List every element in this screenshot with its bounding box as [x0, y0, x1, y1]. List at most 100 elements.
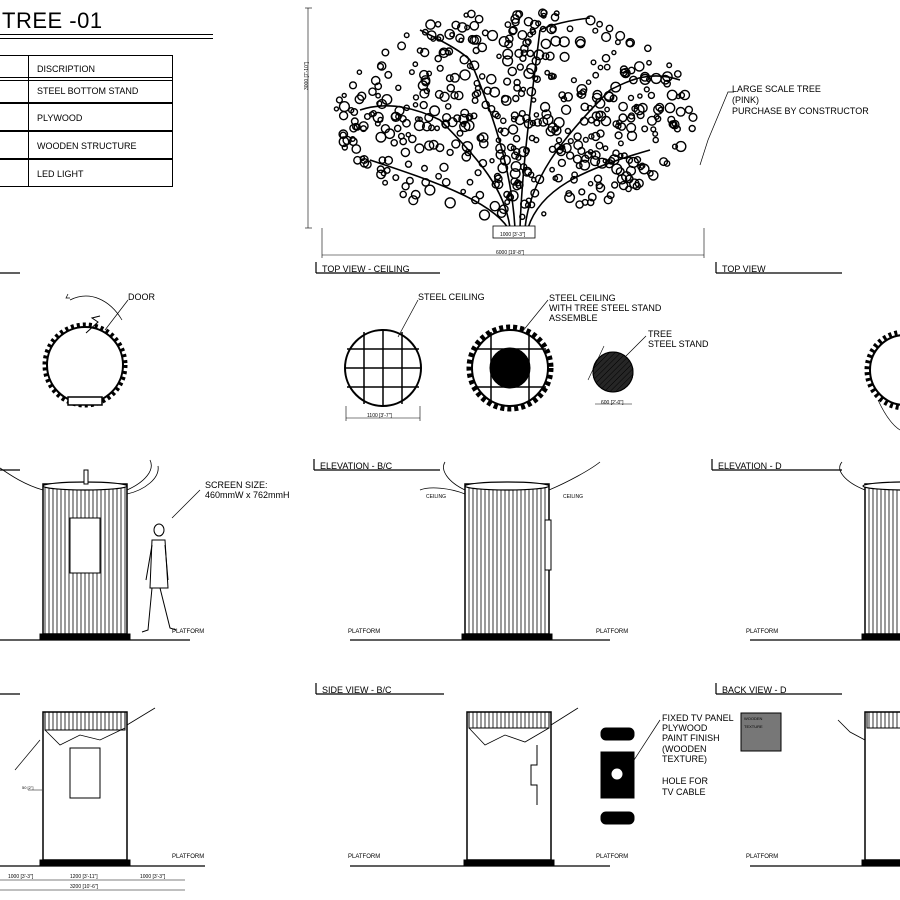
screen-size-label: SCREEN SIZE:	[205, 480, 268, 490]
canopy-leaf-cluster	[541, 52, 550, 61]
canopy-leaf-cluster	[429, 105, 441, 117]
canopy-leaf-cluster	[375, 92, 381, 99]
tree-drawing	[305, 7, 734, 258]
canopy-leaf-cluster	[434, 125, 440, 132]
canopy-leaf-cluster	[471, 96, 479, 104]
canopy-leaf-cluster	[405, 131, 412, 138]
plan-ceiling-with-stand	[466, 299, 554, 412]
elevation-a	[0, 459, 201, 641]
canopy-leaf-cluster	[495, 149, 507, 160]
canopy-leaf-cluster	[399, 137, 408, 146]
legend-key-cell	[0, 55, 28, 81]
canopy-leaf-cluster	[528, 134, 536, 142]
canopy-leaf-cluster	[407, 134, 417, 144]
canopy-leaf-cluster	[585, 79, 592, 85]
canopy-leaf-cluster	[664, 102, 676, 114]
canopy-leaf-cluster	[548, 72, 556, 80]
canopy-leaf-cluster	[404, 160, 413, 168]
canopy-leaf-cluster	[348, 106, 355, 114]
canopy-leaf-cluster	[601, 53, 611, 63]
canopy-leaf-cluster	[529, 27, 536, 34]
view-label-lines	[0, 262, 842, 695]
canopy-leaf-cluster	[408, 195, 419, 206]
canopy-leaf-cluster	[647, 91, 656, 100]
platform-label: PLATFORM	[172, 629, 205, 635]
canopy-leaf-cluster	[474, 14, 484, 24]
tv-note: HOLE FOR	[662, 776, 709, 786]
canopy-leaf-cluster	[526, 49, 535, 58]
canopy-leaf-cluster	[435, 172, 442, 180]
canopy-leaf-cluster	[483, 86, 492, 95]
canopy-leaf-cluster	[449, 72, 460, 83]
canopy-leaf-cluster	[421, 121, 432, 132]
canopy-leaf-cluster	[540, 38, 552, 50]
canopy-leaf-cluster	[573, 132, 582, 141]
canopy-leaf-cluster	[641, 125, 649, 133]
canopy-leaf-cluster	[424, 140, 435, 151]
canopy-leaf-cluster	[557, 158, 567, 168]
dim-side-small: 50 [2"]	[22, 785, 34, 790]
canopy-leaf-cluster	[551, 125, 562, 136]
canopy-leaf-cluster	[478, 209, 491, 221]
canopy-leaf-cluster	[544, 69, 551, 76]
canopy-leaf-cluster	[466, 178, 474, 186]
canopy-leaf-cluster	[533, 112, 540, 118]
canopy-leaf-cluster	[523, 16, 534, 27]
canopy-leaf-cluster	[605, 24, 614, 33]
canopy-leaf-cluster	[444, 47, 454, 56]
canopy-leaf-cluster	[496, 208, 507, 218]
wooden-texture-swatch	[740, 712, 782, 752]
canopy-leaf-cluster	[399, 190, 408, 199]
canopy-leaf-cluster	[446, 83, 456, 93]
canopy-leaf-cluster	[502, 48, 514, 60]
canopy-leaf-cluster	[438, 47, 450, 59]
canopy-leaf-cluster	[341, 144, 348, 151]
canopy-leaf-cluster	[565, 189, 573, 197]
back-view-d	[750, 711, 900, 867]
legend-key-cell	[0, 159, 28, 187]
canopy-leaf-cluster	[600, 31, 612, 43]
legend-row: LED LIGHT	[28, 159, 173, 187]
canopy-leaf-cluster	[625, 185, 632, 193]
canopy-leaf-cluster	[502, 55, 514, 67]
canopy-leaf-cluster	[353, 123, 361, 131]
title-underline-2	[0, 38, 213, 39]
human-scale-figure	[141, 523, 177, 633]
canopy-leaf-cluster	[425, 19, 436, 30]
canopy-leaf-cluster	[510, 151, 520, 160]
canopy-leaf-cluster	[603, 63, 611, 71]
canopy-leaf-cluster	[588, 133, 595, 140]
canopy-leaf-cluster	[673, 125, 682, 133]
canopy-leaf-cluster	[461, 140, 474, 153]
canopy-leaf-cluster	[375, 131, 387, 143]
canopy-leaf-cluster	[611, 49, 617, 56]
canopy-leaf-cluster	[458, 113, 470, 125]
canopy-leaf-cluster	[618, 152, 624, 159]
canopy-leaf-cluster	[553, 10, 560, 17]
canopy-leaf-cluster	[476, 133, 485, 142]
dim-bottom-right: 1000 [3'-3"]	[140, 874, 166, 880]
canopy-leaf-cluster	[567, 138, 574, 145]
canopy-leaf-cluster	[612, 149, 620, 157]
canopy-leaf-cluster	[397, 41, 407, 51]
canopy-leaf-cluster	[675, 140, 687, 153]
canopy-leaf-cluster	[549, 166, 555, 173]
canopy-leaf-cluster	[591, 131, 601, 142]
canopy-leaf-cluster	[487, 105, 496, 113]
canopy-leaf-cluster	[510, 115, 518, 123]
plan-partial-right	[864, 329, 900, 431]
canopy-leaf-cluster	[633, 155, 642, 164]
canopy-leaf-cluster	[597, 64, 604, 71]
canopy-leaf-cluster	[477, 132, 489, 143]
canopy-leaf-cluster	[474, 85, 482, 92]
canopy-leaf-cluster	[671, 143, 679, 150]
canopy-leaf-cluster	[559, 51, 570, 63]
canopy-leaf-cluster	[572, 154, 583, 164]
canopy-leaf-cluster	[356, 69, 363, 75]
canopy-leaf-cluster	[554, 173, 563, 183]
label-back-view-d: BACK VIEW - D	[722, 685, 787, 695]
canopy-leaf-cluster	[357, 91, 367, 101]
canopy-leaf-cluster	[600, 115, 612, 127]
canopy-leaf-cluster	[595, 110, 604, 119]
